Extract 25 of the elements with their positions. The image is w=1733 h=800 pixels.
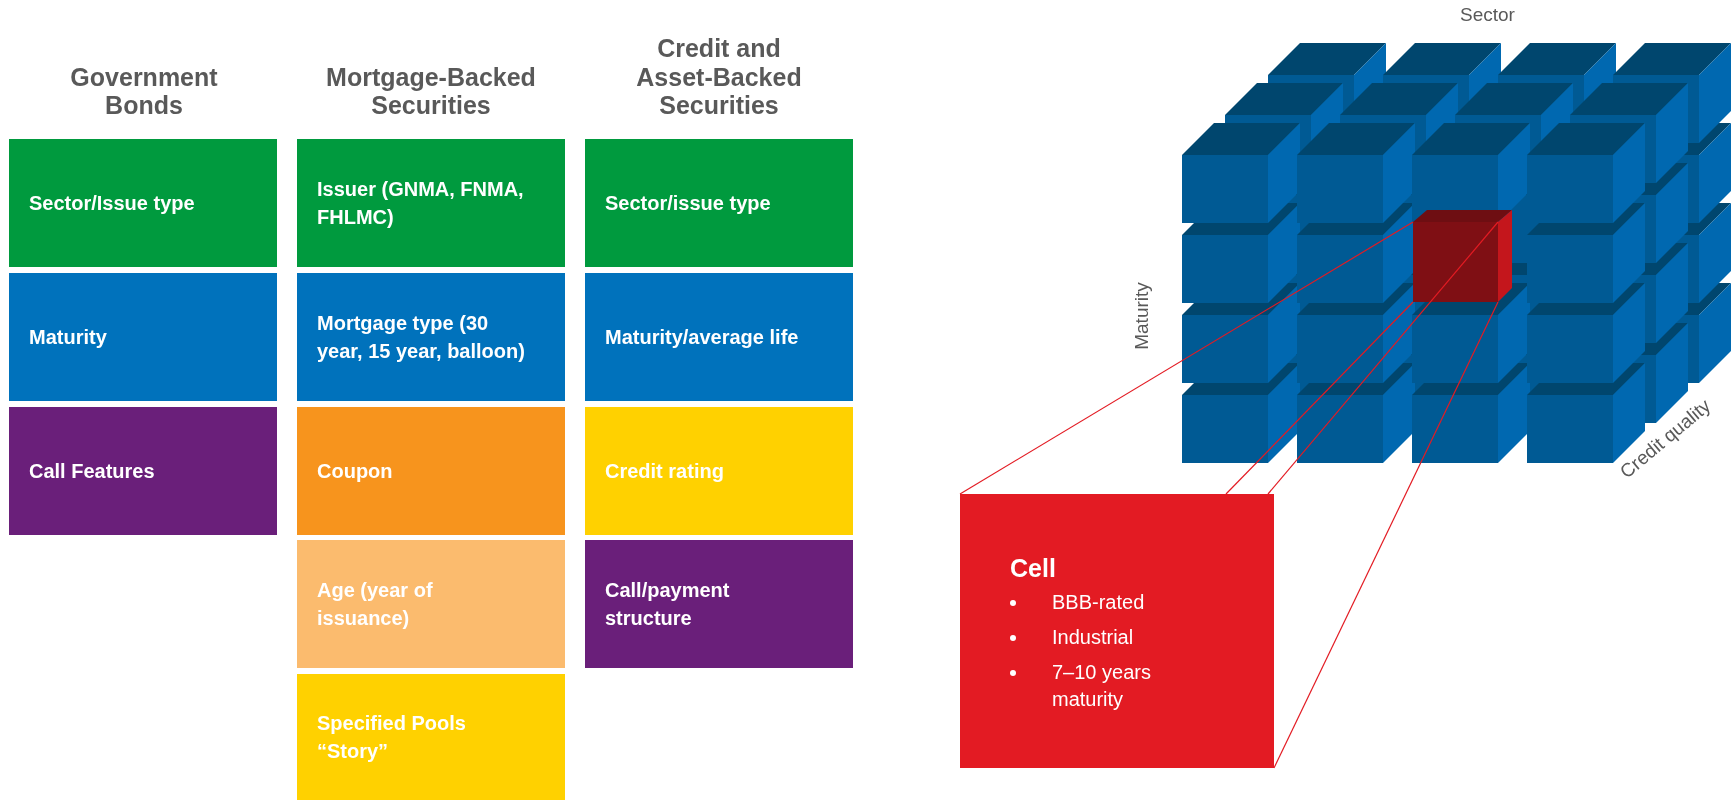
column-heading: Government Bonds: [69, 61, 219, 120]
leader-line: [959, 221, 1414, 495]
bullet-text: BBB-rated: [1052, 590, 1145, 615]
category-tile: Credit rating: [585, 407, 853, 535]
bullet-text: 7–10 years maturity: [1052, 660, 1152, 712]
column-heading: Mortgage-Backed Securities: [325, 61, 537, 120]
category-tile: Mortgage type (30 year, 15 year, balloon): [297, 273, 565, 401]
category-tile: Age (year of issuance): [297, 540, 565, 668]
category-tile: Sector/Issue type: [9, 139, 277, 267]
axis-label: Maturity: [1130, 282, 1153, 350]
category-tile: Maturity/average life: [585, 273, 853, 401]
callout-heading: Cell: [1010, 554, 1057, 583]
highlighted-cube: [1413, 210, 1513, 302]
column-heading: Credit and Asset-Backed Securities: [635, 32, 803, 120]
category-tile: Call Features: [9, 407, 277, 535]
category-tile: Call/payment structure: [585, 540, 853, 668]
category-tile: Coupon: [297, 407, 565, 535]
leader-line: [1225, 301, 1414, 495]
callout-box: [960, 494, 1274, 768]
category-tile: Maturity: [9, 273, 277, 401]
axis-label: Sector: [1460, 4, 1515, 26]
category-tile: Issuer (GNMA, FNMA, FHLMC): [297, 139, 565, 267]
category-tile: Sector/issue type: [585, 139, 853, 267]
category-tile: Specified Pools “Story”: [297, 674, 565, 800]
bullet-text: Industrial: [1052, 625, 1134, 650]
